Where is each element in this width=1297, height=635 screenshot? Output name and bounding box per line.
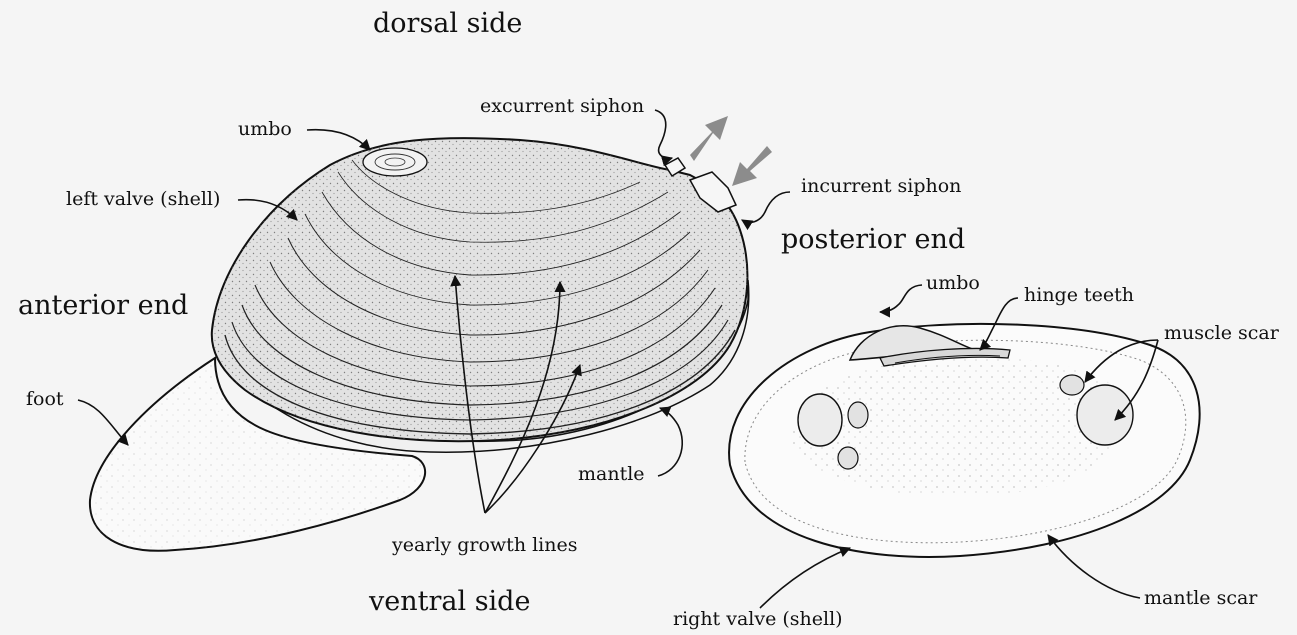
ventral-side-label: ventral side (369, 588, 530, 615)
posterior-muscle-scar (1077, 385, 1133, 445)
leader-incurrent (742, 192, 790, 222)
hinge-teeth-label: hinge teeth (1024, 286, 1134, 305)
mantle-scar-label: mantle scar (1144, 589, 1257, 608)
umbo-label-right: umbo (926, 274, 980, 293)
umbo-beak (363, 148, 427, 176)
posterior-end-label: posterior end (781, 226, 965, 253)
muscle-scar-label: muscle scar (1164, 324, 1279, 343)
umbo-label-left: umbo (238, 120, 292, 139)
leader-umbo-right (880, 285, 922, 312)
excurrent-siphon-label: excurrent siphon (480, 97, 644, 116)
leader-mantle-scar (1048, 535, 1140, 598)
anterior-muscle-scar (798, 394, 842, 446)
leader-umbo-left (307, 130, 370, 150)
right-valve-label: right valve (shell) (673, 610, 843, 629)
excurrent-flow-arrow (690, 116, 728, 161)
incurrent-flow-arrow (732, 146, 772, 186)
leader-right-valve (760, 548, 850, 608)
anterior-end-label: anterior end (18, 292, 188, 319)
foot-label: foot (26, 390, 64, 409)
yearly-growth-lines-label: yearly growth lines (392, 536, 577, 555)
mantle-label: mantle (578, 465, 645, 484)
leader-mantle (658, 408, 682, 476)
dorsal-side-label: dorsal side (373, 10, 522, 37)
incurrent-siphon-label: incurrent siphon (801, 177, 961, 196)
right-valve-interior (729, 324, 1200, 557)
leader-excurrent (655, 110, 672, 158)
left-valve-label: left valve (shell) (66, 190, 220, 209)
